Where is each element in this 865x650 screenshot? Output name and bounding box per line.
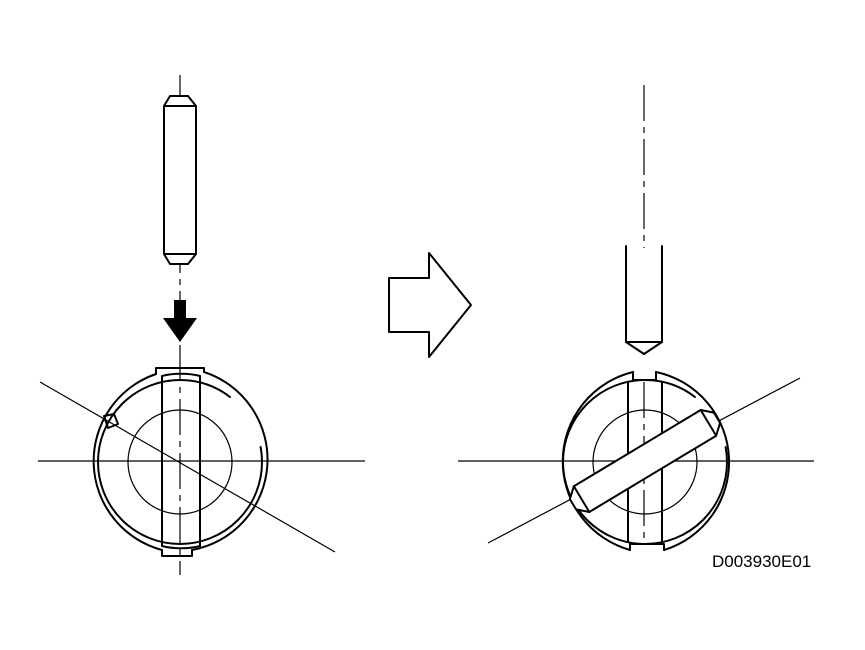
inserted-pin-chamfer-left: [572, 485, 591, 513]
right-view: [458, 85, 814, 551]
left-bushing-inner-ring: [97, 379, 263, 545]
inserted-pin-chamfer-right: [699, 409, 718, 437]
left-bushing-slots: [155, 367, 205, 557]
right-bore-circle: [592, 409, 698, 515]
left-bushing-outer: [92, 371, 269, 551]
diagram-code-label: D003930E01: [712, 552, 812, 571]
left-slot-bottom-cap: [161, 545, 201, 550]
right-bushing-inner-ring: [562, 379, 728, 545]
insert-direction-arrow: [163, 300, 197, 342]
left-slot-top-cap: [161, 372, 201, 377]
left-bore-circle: [127, 409, 233, 515]
straight-pin: [163, 95, 197, 265]
inserted-pin: [568, 409, 722, 513]
left-diagonal-reference-line: [39, 381, 336, 553]
left-view: [38, 75, 365, 575]
process-arrow: [388, 252, 472, 358]
left-notch-mark: [103, 413, 119, 429]
pin-punch: [625, 245, 663, 355]
